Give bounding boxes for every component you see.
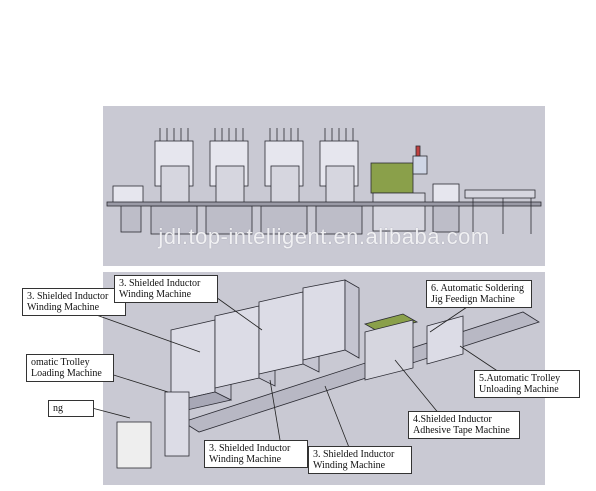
front-view-panel (103, 106, 545, 266)
label-winding-machine-c: 3. Shielded Inductor Winding Machine (204, 440, 308, 468)
winding-machine-front-1 (150, 128, 198, 235)
label-soldering-jig: 6. Automatic Soldering Jig Feedign Machi… (426, 280, 532, 308)
unloading-machine-iso (426, 315, 464, 365)
winding-machine-front-2 (205, 128, 253, 235)
label-loading-partial: ng (48, 400, 94, 417)
unloading-machine-front (432, 183, 460, 233)
label-adhesive-tape: 4.Shielded Inductor Adhesive Tape Machin… (408, 411, 520, 439)
conveyor-right-front (464, 189, 536, 234)
label-winding-machine-a: 3. Shielded Inductor Winding Machine (22, 288, 126, 316)
label-winding-machine-b: 3. Shielded Inductor Winding Machine (114, 275, 218, 303)
label-winding-machine-d: 3. Shielded Inductor Winding Machine (308, 446, 412, 474)
tape-machine-front (370, 145, 428, 232)
winding-machine-front-3 (260, 128, 308, 235)
winding-machine-front-4 (315, 128, 363, 235)
label-trolley-loading: omatic Trolley Loading Machine (26, 354, 114, 382)
front-view-drawing (106, 128, 542, 235)
tape-machine-iso (363, 313, 419, 381)
loading-machine-front (112, 185, 144, 233)
loading-machine-iso (116, 391, 190, 469)
label-trolley-unloading: 5.Automatic Trolley Unloading Machine (474, 370, 580, 398)
watermark: jdl.top-intelligent.en.alibaba.com (158, 224, 490, 249)
winding-machine-iso-4 (302, 279, 360, 361)
